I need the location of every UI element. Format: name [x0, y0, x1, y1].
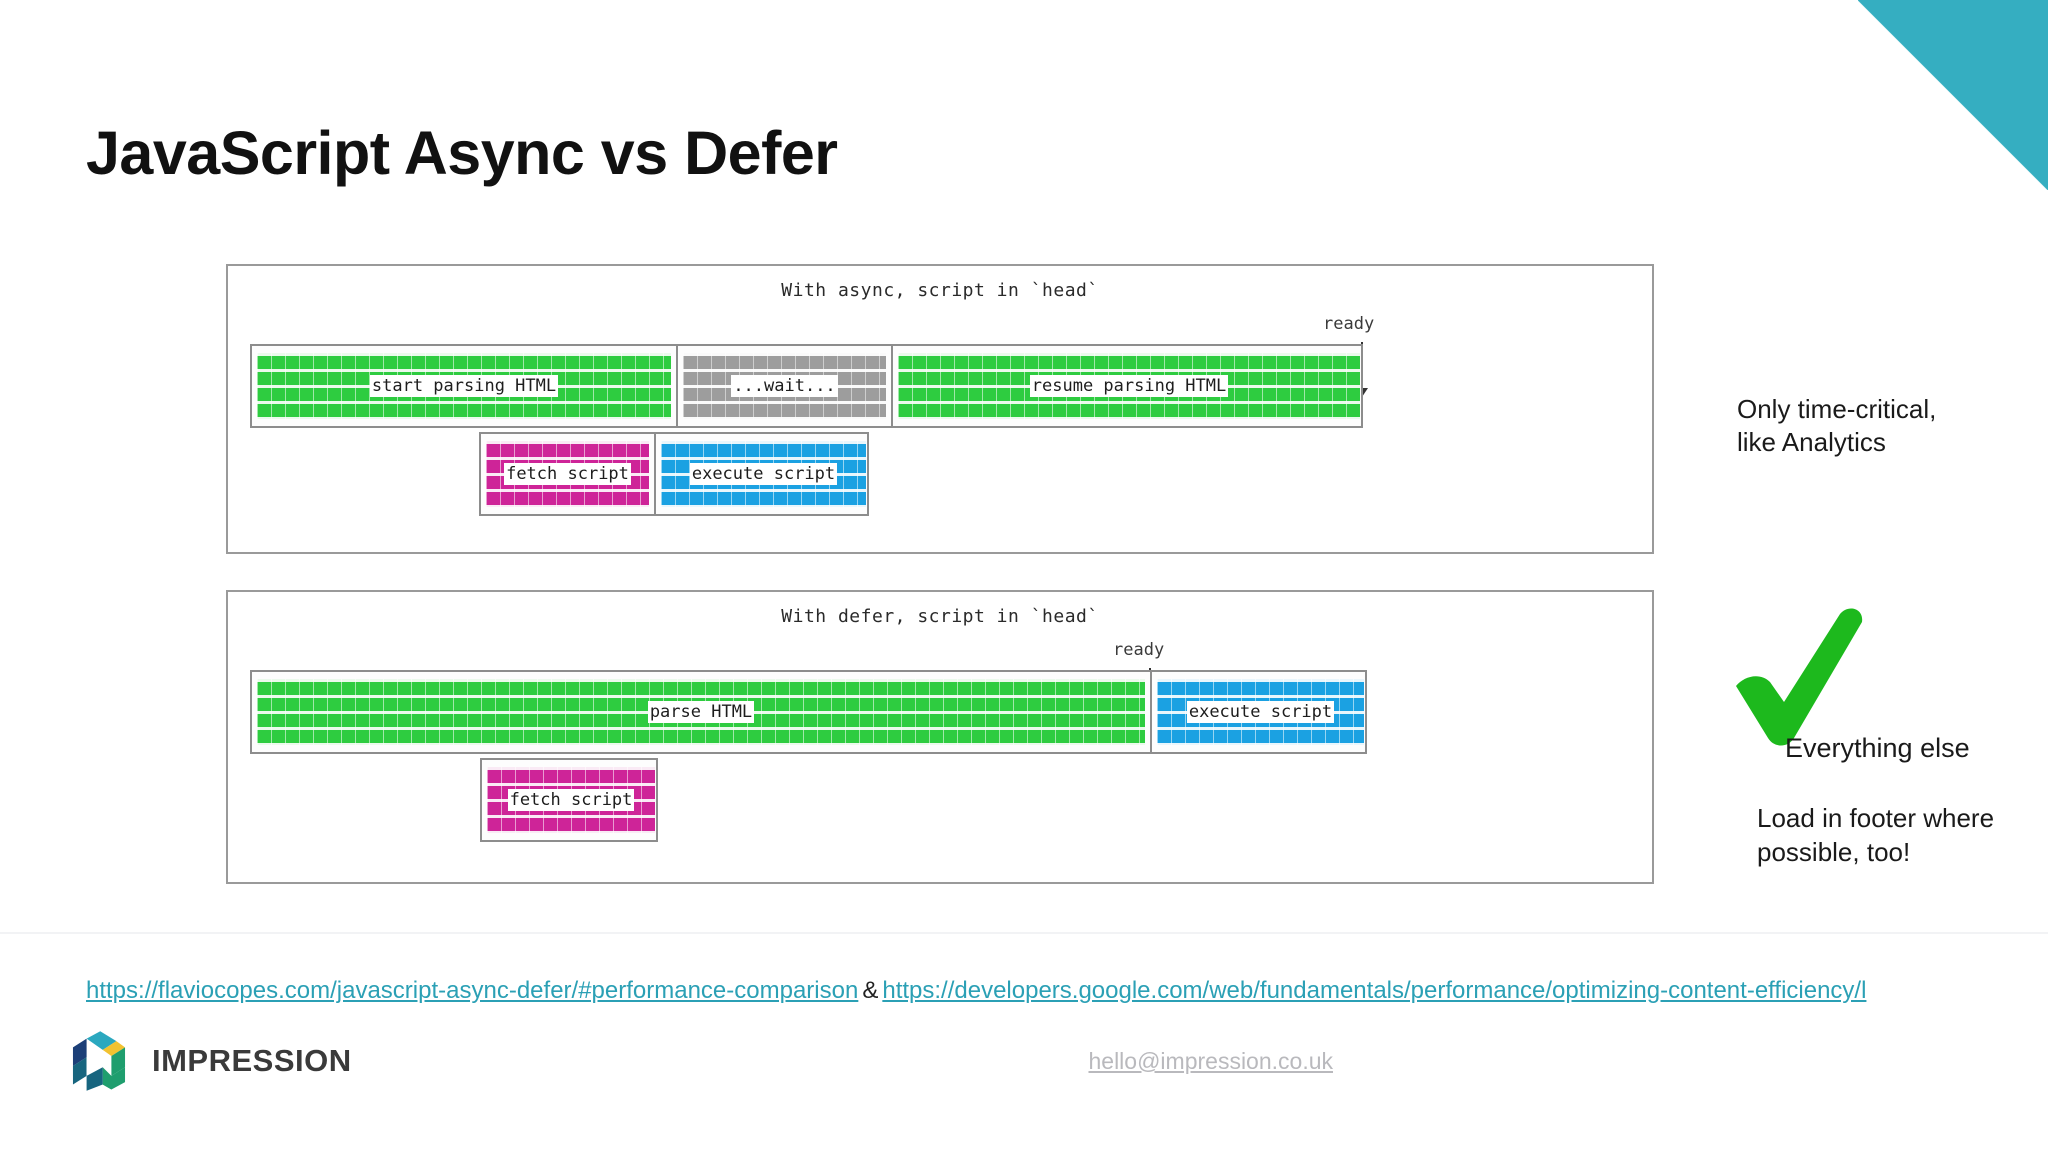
defer-script-track: fetch script — [480, 758, 658, 842]
defer-parse-track: parse HTML execute script — [250, 670, 1367, 754]
segment-label: execute script — [689, 463, 838, 485]
async-panel: With async, script in `head` ready start… — [226, 264, 1654, 554]
segment-label: resume parsing HTML — [1029, 375, 1229, 397]
segment-label: fetch script — [504, 463, 631, 485]
async-parse-track: start parsing HTML ...wait... resume par… — [250, 344, 1363, 428]
brand-logo: IMPRESSION — [68, 1030, 352, 1092]
segment-label: start parsing HTML — [369, 375, 559, 397]
defer-annotation-secondary: Load in footer where possible, too! — [1757, 803, 1995, 868]
segment-label: ...wait... — [731, 375, 838, 397]
async-panel-caption: With async, script in `head` — [781, 280, 1099, 301]
defer-panel-caption: With defer, script in `head` — [781, 606, 1099, 627]
async-seg-execute-script: execute script — [656, 434, 871, 514]
defer-seg-fetch-script: fetch script — [482, 760, 660, 840]
async-ready-label: ready — [1323, 314, 1375, 334]
green-check-icon — [1736, 608, 1863, 746]
async-seg-resume-parsing: resume parsing HTML — [893, 346, 1365, 426]
defer-seg-parse-html: parse HTML — [252, 672, 1152, 752]
source-link-1[interactable]: https://flaviocopes.com/javascript-async… — [86, 977, 859, 1004]
source-link-2[interactable]: https://developers.google.com/web/fundam… — [882, 977, 1867, 1004]
contact-email-link[interactable]: hello@impression.co.uk — [1088, 1048, 1333, 1074]
segment-label: fetch script — [507, 789, 635, 811]
async-seg-fetch-script: fetch script — [481, 434, 656, 514]
page-title: JavaScript Async vs Defer — [86, 119, 838, 187]
defer-panel: With defer, script in `head` ready parse… — [226, 590, 1654, 884]
defer-seg-execute-script: execute script — [1152, 672, 1369, 752]
segment-label: parse HTML — [647, 701, 755, 723]
segment-label: execute script — [1186, 701, 1335, 723]
async-seg-wait: ...wait... — [678, 346, 893, 426]
timeline-diagram: With async, script in `head` ready start… — [226, 264, 1656, 884]
corner-accent-triangle — [1858, 0, 2048, 190]
defer-annotation: Everything else — [1785, 733, 1970, 763]
impression-cube-icon — [72, 1031, 126, 1091]
async-script-track: fetch script execute script — [479, 432, 869, 516]
bar-fill-green — [898, 353, 1360, 419]
footer-links: https://flaviocopes.com/javascript-async… — [86, 977, 1866, 1005]
async-seg-start-parsing: start parsing HTML — [252, 346, 678, 426]
brand-name: IMPRESSION — [152, 1043, 352, 1078]
defer-ready-label: ready — [1113, 640, 1165, 660]
footer-band — [0, 932, 2048, 1152]
async-annotation: Only time-critical, like Analytics — [1737, 394, 1937, 457]
footer-separator: & — [862, 977, 879, 1004]
